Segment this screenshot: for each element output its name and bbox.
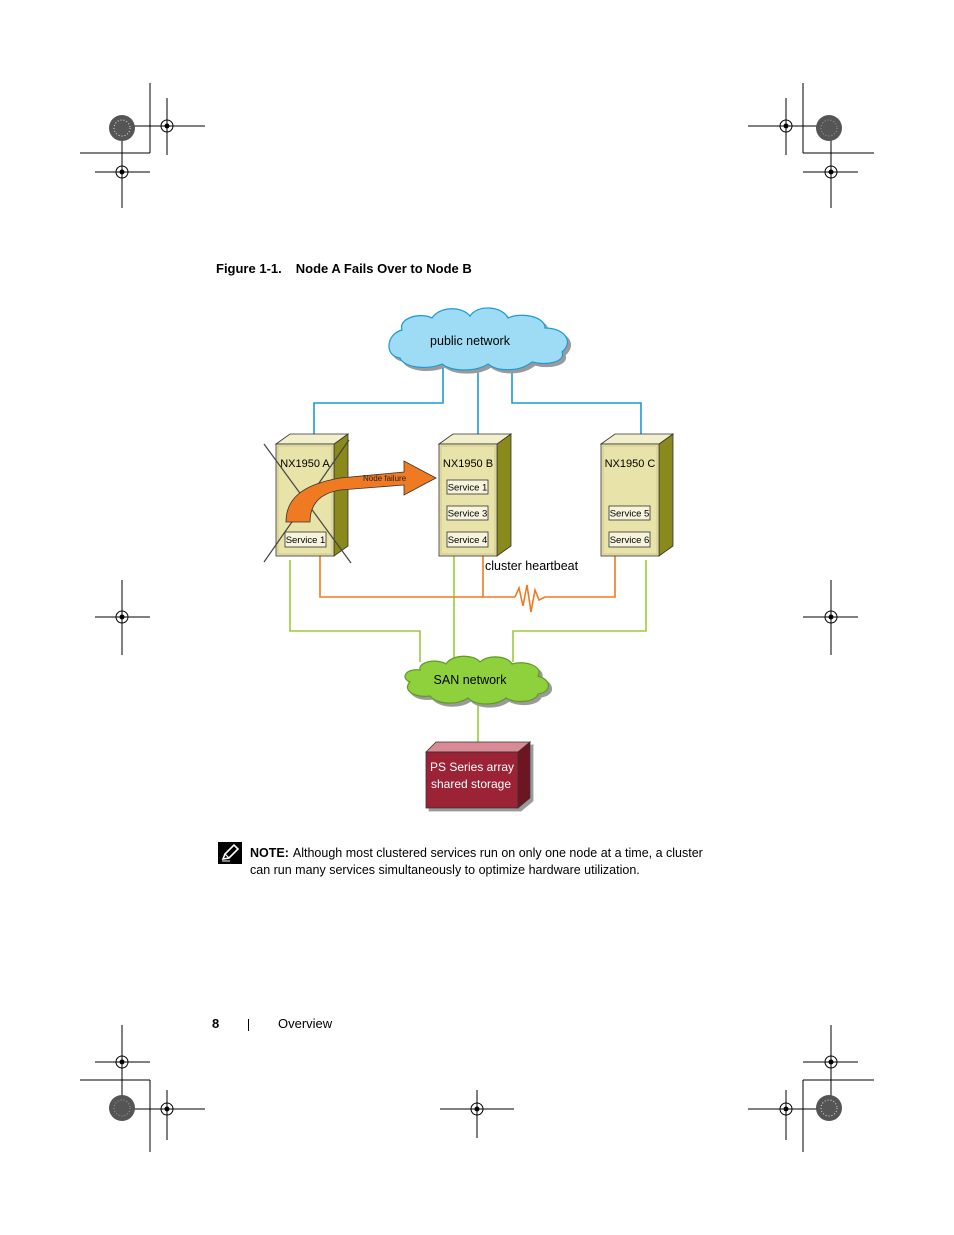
- storage-label-line2: shared storage: [431, 777, 511, 791]
- note-paragraph: NOTE:Although most clustered services ru…: [250, 845, 720, 879]
- node-a-service-box: [284, 531, 327, 548]
- node-b-service-3: Service 3: [448, 509, 488, 520]
- node-c-service-5: Service 5: [610, 509, 650, 520]
- node-c-name: NX1950 C: [605, 458, 656, 470]
- note-pencil-icon: [218, 842, 242, 864]
- san-network-label: SAN network: [434, 673, 508, 687]
- public-network-label: public network: [430, 334, 511, 348]
- node-b-server: NX1950 B Service 1 Service 3 Service 4: [437, 433, 513, 557]
- storage-array: [425, 741, 532, 809]
- public-network-cloud: [388, 307, 568, 371]
- figure-title: Node A Fails Over to Node B: [295, 261, 472, 276]
- page-number: 8: [212, 1016, 220, 1031]
- note-text: Although most clustered services run on …: [250, 846, 703, 877]
- node-c-service-6: Service 6: [610, 535, 650, 546]
- node-b-service-1: Service 1: [448, 483, 488, 494]
- node-b-name: NX1950 B: [443, 458, 493, 470]
- node-b-service-4: Service 4: [448, 535, 488, 546]
- public-network-links: [313, 355, 642, 438]
- san-network-cloud: [404, 655, 550, 705]
- node-c-server: NX1950 C Service 5 Service 6: [599, 433, 675, 557]
- footer-divider: [248, 1019, 249, 1031]
- failover-label: Node failure: [363, 474, 407, 483]
- node-a-service-1: Service 1: [286, 535, 326, 546]
- figure-caption: Figure 1-1. Node A Fails Over to Node B: [216, 261, 472, 276]
- failover-arrow-icon: [285, 460, 437, 523]
- figure-number: Figure 1-1.: [216, 261, 282, 276]
- heartbeat-label: cluster heartbeat: [485, 559, 579, 573]
- note-label: NOTE:: [250, 846, 289, 860]
- node-a-name: NX1950 A: [280, 458, 330, 470]
- san-network-links: [289, 556, 647, 742]
- footer-section-title: Overview: [278, 1016, 333, 1031]
- heartbeat-links: [319, 556, 616, 613]
- storage-label-line1: PS Series array: [430, 760, 514, 774]
